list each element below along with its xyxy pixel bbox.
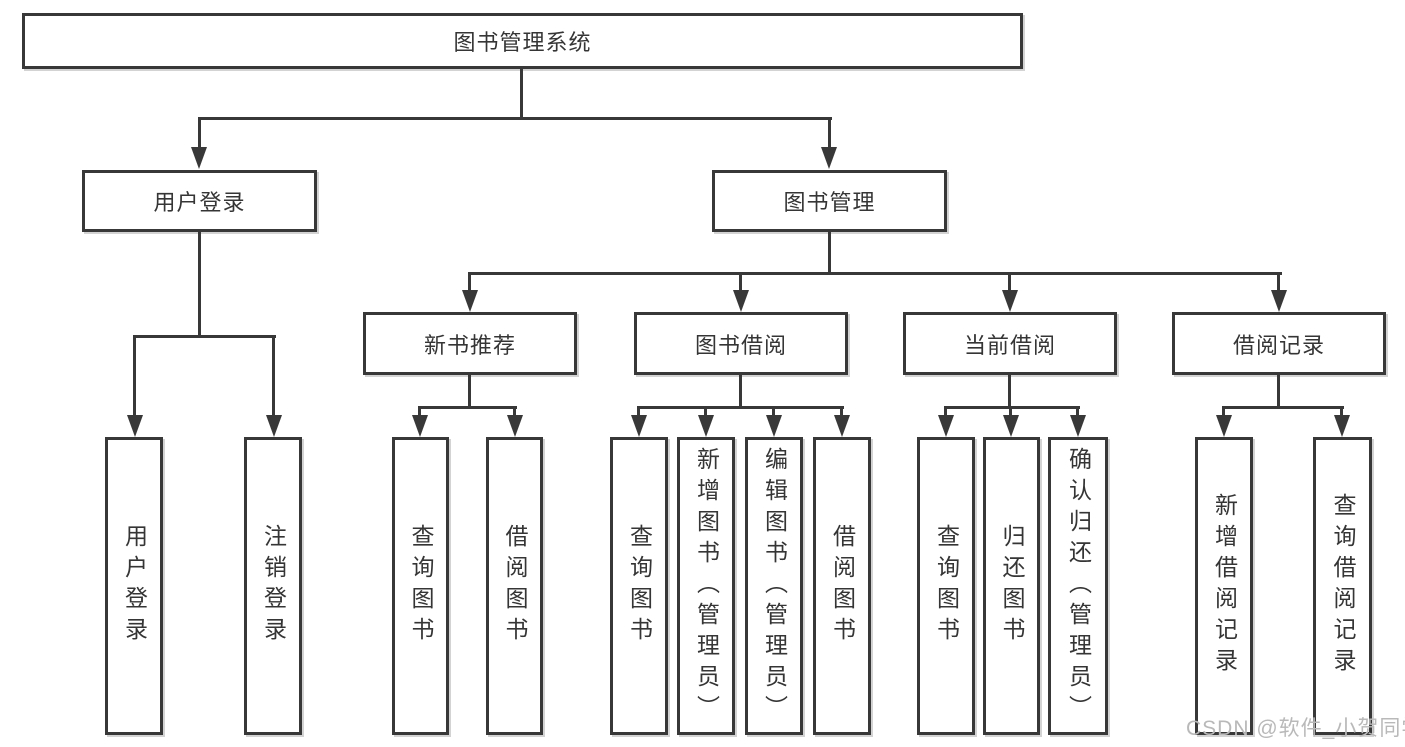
csdn-watermark: CSDN @软件_小贺同学 [1186, 717, 1405, 740]
connector-records-stem [1277, 375, 1280, 408]
node-leaf-borrowing-borrow-books: 借阅图书 [813, 437, 871, 735]
connector-book-mgmt-stem [828, 232, 831, 275]
arrowhead-down-icon [1002, 290, 1018, 312]
node-book-management-branch: 图书管理 [712, 170, 947, 232]
arrowhead-down-icon [821, 147, 837, 169]
connector-level3-drop [1277, 272, 1280, 292]
node-user-login-branch: 用户登录 [82, 170, 317, 232]
connector-user-login-drop [198, 117, 201, 148]
arrowhead-down-icon [412, 415, 428, 437]
connector-leaf-drop [1340, 406, 1343, 417]
connector-leaf-drop [772, 406, 775, 417]
arrowhead-down-icon [834, 415, 850, 437]
node-leaf-borrowing-edit-books-admin: 编辑图书（管理员） [745, 437, 803, 735]
node-leaf-user-login: 用户登录 [105, 437, 163, 735]
connector-recommend-stem [468, 375, 471, 408]
connector-leaf-drop [944, 406, 947, 417]
connector-level3-drop [739, 272, 742, 292]
connector-borrowing-stem [739, 375, 742, 408]
connector-leaf-drop [637, 406, 640, 417]
node-leaf-recommend-query-books: 查询图书 [392, 437, 449, 735]
connector-level3-drop [1008, 272, 1011, 292]
connector-leaf-drop [704, 406, 707, 417]
connector-level3-rail [468, 272, 1282, 275]
arrowhead-down-icon [462, 290, 478, 312]
arrowhead-down-icon [1334, 415, 1350, 437]
connector-leaf-drop [513, 406, 516, 417]
connector-level3-drop [468, 272, 471, 292]
arrowhead-down-icon [766, 415, 782, 437]
connector-records-rail [1222, 406, 1344, 409]
node-leaf-records-add-borrow-record: 新增借阅记录 [1195, 437, 1253, 735]
node-root-library-management-system: 图书管理系统 [22, 13, 1023, 69]
arrowhead-down-icon [698, 415, 714, 437]
connector-recommend-rail [418, 406, 517, 409]
node-leaf-borrowing-add-books-admin: 新增图书（管理员） [677, 437, 735, 735]
connector-user-login-rail [133, 335, 276, 338]
connector-book-mgmt-drop [828, 117, 831, 148]
arrowhead-down-icon [938, 415, 954, 437]
arrowhead-down-icon [1003, 415, 1019, 437]
connector-leaf-drop [418, 406, 421, 417]
node-book-borrowing: 图书借阅 [634, 312, 848, 375]
connector-leaf-drop [133, 335, 136, 416]
arrowhead-down-icon [127, 415, 143, 437]
node-leaf-current-confirm-return-admin: 确认归还（管理员） [1048, 437, 1108, 735]
connector-user-login-stem [198, 232, 201, 338]
arrowhead-down-icon [1271, 290, 1287, 312]
connector-level2-rail [198, 117, 832, 120]
arrowhead-down-icon [733, 290, 749, 312]
arrowhead-down-icon [1216, 415, 1232, 437]
arrowhead-down-icon [191, 147, 207, 169]
node-current-borrowing: 当前借阅 [903, 312, 1117, 375]
connector-current-rail [944, 406, 1080, 409]
connector-leaf-drop [840, 406, 843, 417]
connector-current-stem [1008, 375, 1011, 408]
arrowhead-down-icon [266, 415, 282, 437]
node-leaf-recommend-borrow-books: 借阅图书 [486, 437, 543, 735]
node-borrowing-records: 借阅记录 [1172, 312, 1386, 375]
connector-root-stem [520, 68, 523, 118]
connector-leaf-drop [272, 335, 275, 416]
node-leaf-records-query-borrow-record: 查询借阅记录 [1313, 437, 1372, 735]
node-leaf-current-query-books: 查询图书 [917, 437, 975, 735]
arrowhead-down-icon [507, 415, 523, 437]
arrowhead-down-icon [631, 415, 647, 437]
arrowhead-down-icon [1070, 415, 1086, 437]
node-leaf-current-return-books: 归还图书 [983, 437, 1040, 735]
node-new-book-recommendation: 新书推荐 [363, 312, 577, 375]
connector-leaf-drop [1009, 406, 1012, 417]
connector-borrowing-rail [637, 406, 844, 409]
connector-leaf-drop [1076, 406, 1079, 417]
connector-leaf-drop [1222, 406, 1225, 417]
node-leaf-logout: 注销登录 [244, 437, 302, 735]
node-leaf-borrowing-query-books: 查询图书 [610, 437, 668, 735]
